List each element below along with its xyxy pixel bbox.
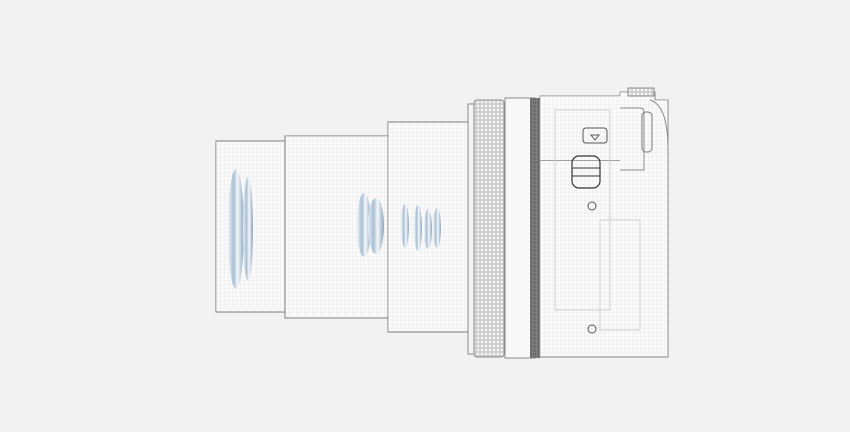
- screw-icon: [587, 201, 597, 211]
- lens-element: [414, 205, 422, 251]
- lens-element: [368, 198, 384, 254]
- lens-barrel-front: [215, 140, 286, 313]
- lens-element: [401, 204, 409, 248]
- lens-element: [424, 209, 432, 249]
- screw-icon: [587, 324, 597, 334]
- lens-element: [433, 208, 441, 248]
- camera-body: [504, 87, 669, 359]
- lens-element: [228, 169, 244, 289]
- lens-element: [243, 177, 253, 281]
- lens-element: [357, 193, 371, 257]
- control-ring: [467, 99, 505, 358]
